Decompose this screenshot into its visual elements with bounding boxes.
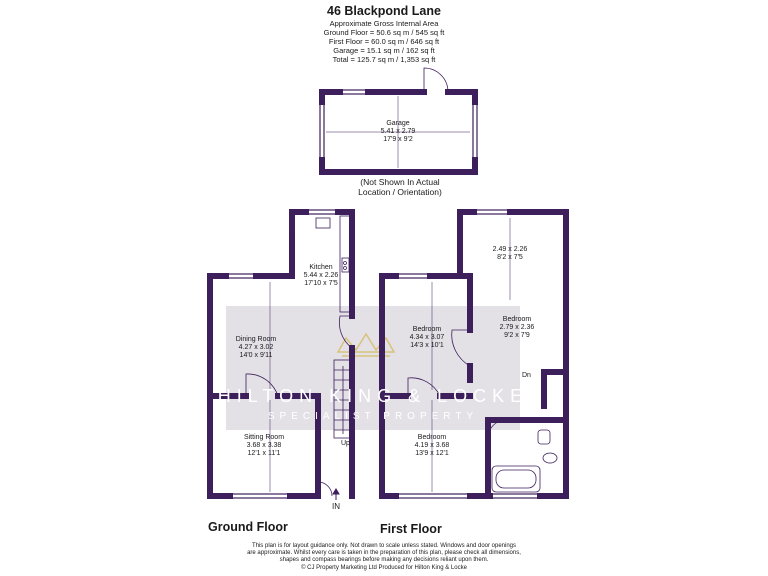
room-metric: 5.41 x 2.79 bbox=[380, 128, 416, 135]
dimension-ticks bbox=[269, 96, 511, 492]
total-area: Total = 125.7 sq m / 1,353 sq ft bbox=[332, 55, 436, 64]
ground-floor-walls bbox=[207, 209, 355, 499]
first-floor-title: First Floor bbox=[380, 522, 442, 536]
garage-walls bbox=[319, 89, 478, 175]
disclaimer-line-3: shapes and compass bearings before makin… bbox=[279, 557, 489, 563]
room-label-bedroom-2: Bedroom 2.79 x 2.36 9'2 x 7'9 bbox=[499, 316, 535, 339]
disclaimer-line-1: This plan is for layout guidance only. N… bbox=[251, 543, 517, 549]
garage-location-note: (Not Shown In Actual Location / Orientat… bbox=[358, 177, 442, 197]
ground-floor-area: Ground Floor = 50.6 sq m / 545 sq ft bbox=[323, 28, 445, 37]
first-floor-walls bbox=[379, 209, 569, 499]
garage-area: Garage = 15.1 sq m / 162 sq ft bbox=[333, 46, 435, 55]
copyright-line: © CJ Property Marketing Ltd Produced for… bbox=[301, 565, 467, 571]
watermark-brand: HILTON KING & LOCKE bbox=[217, 386, 529, 406]
ground-floor-title: Ground Floor bbox=[208, 520, 288, 534]
room-imperial: 17'9 x 9'2 bbox=[383, 136, 413, 143]
area-heading: Approximate Gross Internal Area bbox=[329, 19, 439, 28]
door-swings bbox=[245, 67, 507, 497]
kitchen-units bbox=[315, 215, 351, 313]
room-label-dining-room: Dining Room 4.27 x 3.02 14'0 x 9'11 bbox=[235, 336, 277, 359]
windows bbox=[225, 89, 541, 499]
entrance-arrow-icon bbox=[332, 488, 340, 500]
room-name: Garage bbox=[386, 120, 410, 127]
stairs-up-label: Up bbox=[341, 440, 350, 447]
room-label-bedroom-3: Bedroom 4.19 x 3.68 13'9 x 12'1 bbox=[414, 434, 450, 457]
watermark-tagline: SPECIALIST PROPERTY bbox=[267, 411, 479, 422]
garage-label: Garage 5.41 x 2.79 17'9 x 9'2 bbox=[381, 120, 416, 144]
stairs-down-label: Dn bbox=[522, 372, 531, 379]
room-label-kitchen: Kitchen 5.44 x 2.26 17'10 x 7'5 bbox=[303, 264, 339, 287]
first-floor-area: First Floor = 60.0 sq m / 646 sq ft bbox=[328, 37, 440, 46]
property-title: 46 Blackpond Lane bbox=[327, 4, 441, 18]
room-label-sitting-room: Sitting Room 3.68 x 3.38 12'1 x 11'1 bbox=[243, 434, 285, 457]
stairs-ground bbox=[333, 359, 353, 439]
entrance-label: IN bbox=[332, 502, 340, 511]
disclaimer-line-2: are approximate. Whilst every care is ta… bbox=[247, 550, 521, 556]
room-label-bedroom-1: Bedroom 4.34 x 3.07 14'3 x 10'1 bbox=[409, 326, 445, 349]
room-label-box-room: 2.49 x 2.26 8'2 x 7'5 bbox=[492, 246, 528, 261]
bathroom-fixtures bbox=[491, 429, 558, 493]
